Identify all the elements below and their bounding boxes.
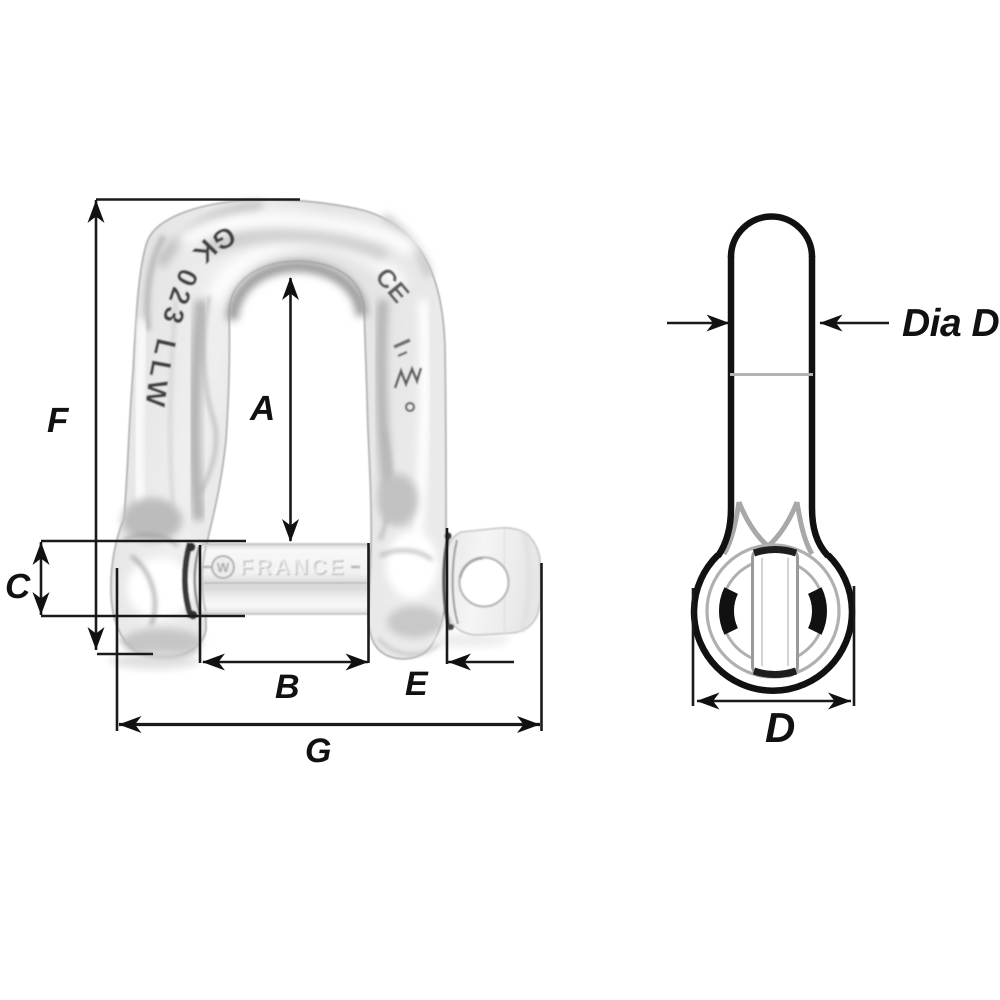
svg-text:D: D: [765, 704, 795, 751]
svg-text:C: C: [5, 567, 31, 606]
svg-text:A: A: [249, 389, 275, 428]
svg-text:FRANCE: FRANCE: [241, 555, 348, 580]
svg-text:E: E: [405, 665, 429, 703]
svg-text:F: F: [47, 401, 70, 440]
svg-text:B: B: [275, 668, 300, 706]
svg-text:FRANCE: FRANCE: [240, 554, 347, 579]
svg-text:G: G: [305, 732, 331, 770]
svg-text:Dia D: Dia D: [902, 302, 1000, 345]
svg-text:W: W: [217, 560, 230, 575]
